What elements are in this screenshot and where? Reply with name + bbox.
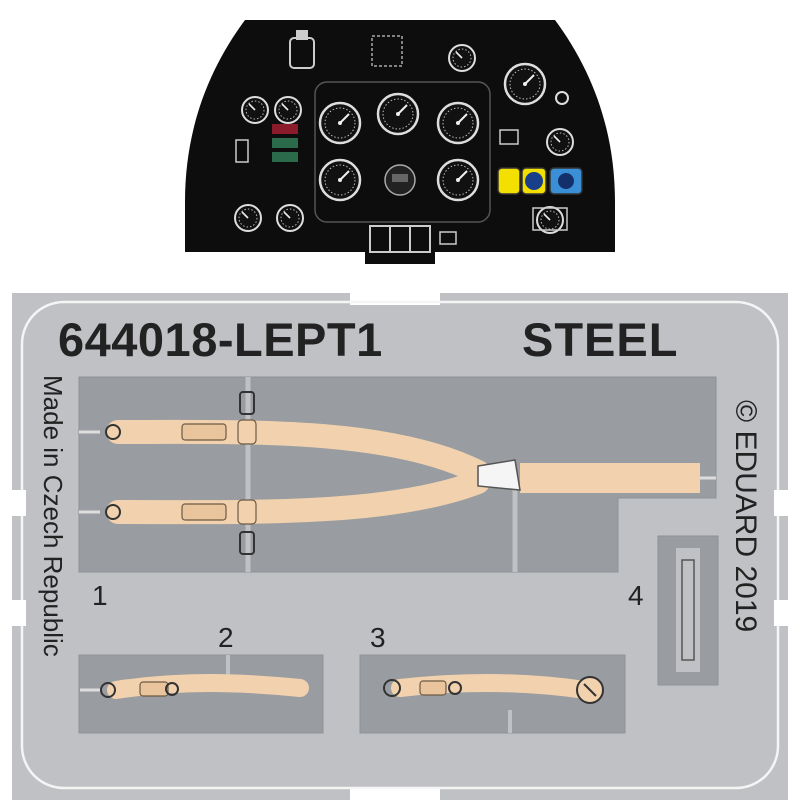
gauge-icon: [241, 96, 269, 124]
gauge-icon: [436, 158, 480, 202]
part-number-1: 1: [92, 580, 108, 611]
gauge-icon: [276, 204, 304, 232]
origin-label: Made in Czech Republic: [38, 375, 68, 657]
gauge-icon: [503, 62, 547, 106]
steel-fret: [10, 293, 790, 800]
gauge-icon: [536, 206, 564, 234]
gauge-icon: [436, 101, 480, 145]
part-number-4: 4: [628, 580, 644, 611]
gauge-icon: [376, 92, 420, 136]
sheet-code: 644018-LEPT1: [58, 313, 383, 366]
gauge-icon: [448, 44, 476, 72]
gauge-icon: [318, 101, 362, 145]
gauge-icon: [318, 158, 362, 202]
gauge-icon: [234, 204, 262, 232]
gauge-icon: [546, 128, 574, 156]
material-label: STEEL: [522, 313, 679, 366]
part-number-2: 2: [218, 622, 234, 653]
copyright-label: © EDUARD 2019: [729, 400, 762, 633]
part-number-3: 3: [370, 622, 386, 653]
gauge-icon: [274, 96, 302, 124]
instrument-panel: [185, 20, 615, 264]
